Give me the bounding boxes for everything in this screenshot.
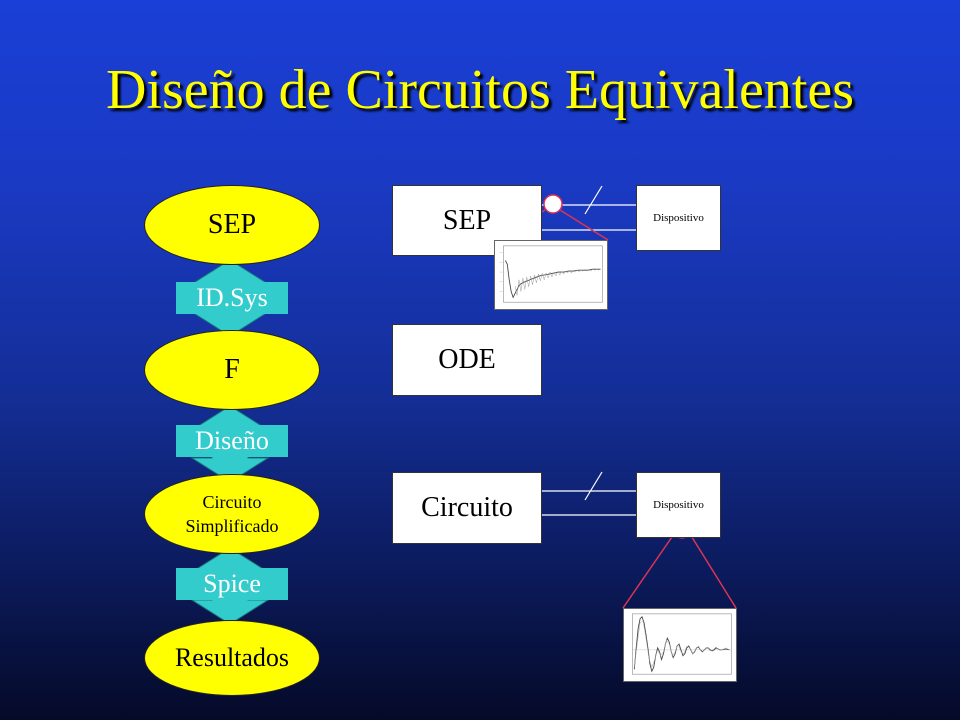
box-dispositivo-top: Dispositivo bbox=[636, 185, 721, 251]
label-spice: Spice bbox=[176, 568, 288, 600]
node-circuito-simplificado: Circuito Simplificado bbox=[144, 474, 320, 554]
node-circuito-line2: Simplificado bbox=[185, 516, 279, 536]
box-dispositivo-bottom-label: Dispositivo bbox=[653, 499, 704, 511]
box-dispositivo-top-label: Dispositivo bbox=[653, 212, 704, 224]
box-circuito-label: Circuito bbox=[421, 492, 513, 523]
slide-title: Diseño de Circuitos Equivalentes bbox=[105, 59, 855, 121]
node-sep: SEP bbox=[144, 185, 320, 265]
transient-plot-top bbox=[494, 240, 608, 310]
box-dispositivo-bottom: Dispositivo bbox=[636, 472, 721, 538]
node-resultados: Resultados bbox=[144, 620, 320, 696]
box-sep-label: SEP bbox=[442, 204, 492, 236]
node-circuito-line1: Circuito bbox=[202, 492, 262, 512]
label-id-sys: ID.Sys bbox=[176, 282, 288, 314]
response-plot-bottom bbox=[623, 608, 737, 682]
box-ode-label: ODE bbox=[438, 344, 496, 375]
response-curve-bottom bbox=[633, 615, 730, 673]
label-diseno: Diseño bbox=[176, 425, 288, 457]
node-f-label: F bbox=[224, 354, 240, 385]
node-f: F bbox=[144, 330, 320, 410]
transient-curve-top bbox=[504, 260, 601, 299]
box-ode: ODE bbox=[392, 324, 542, 396]
node-sep-label: SEP bbox=[207, 209, 257, 240]
box-circuito: Circuito bbox=[392, 472, 542, 544]
node-resultados-label: Resultados bbox=[174, 643, 290, 672]
